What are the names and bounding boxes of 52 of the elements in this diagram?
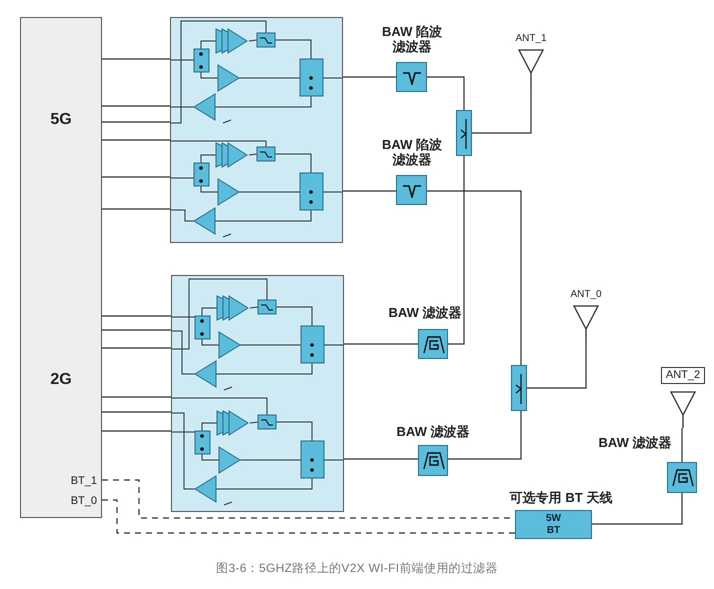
connector-line <box>102 430 171 432</box>
component-label: 可选专用 BT 天线 <box>508 490 614 505</box>
component-label: BAW 陷波滤波器 <box>381 137 443 167</box>
connector-line <box>102 139 170 141</box>
component-label: BAW 滤波器 <box>388 305 462 320</box>
connector-line <box>102 176 170 178</box>
module-label: 5W BT <box>545 512 562 536</box>
filter-box <box>418 445 448 476</box>
connector-line <box>427 190 522 365</box>
diplexer-box <box>511 365 527 411</box>
dashed-connector <box>102 499 515 534</box>
antenna-symbol <box>670 391 696 428</box>
connector-line <box>102 58 170 60</box>
connector-line <box>448 156 465 345</box>
antenna-label: ANT_1 <box>515 33 547 45</box>
connector-line <box>343 190 396 192</box>
bt-module-box <box>515 510 592 539</box>
connector-line <box>102 315 171 317</box>
pin-label: BT_0 <box>70 494 97 509</box>
connector-line <box>102 121 170 123</box>
connector-line <box>102 105 170 107</box>
connector-line <box>102 396 171 398</box>
filter-box <box>396 62 427 92</box>
connector-line <box>344 343 418 345</box>
component-label: BAW 滤波器 <box>598 435 672 450</box>
antenna-symbol <box>573 305 599 342</box>
connector-line <box>102 329 171 331</box>
connector-line <box>527 342 587 389</box>
antenna-label: ANT_2 <box>660 367 706 384</box>
band-label: 5G <box>49 110 73 130</box>
component-label: BAW 陷波滤波器 <box>381 24 443 54</box>
filter-box <box>667 462 697 493</box>
connector-line <box>681 428 683 462</box>
connector-line <box>344 458 418 460</box>
figure-caption: 图3-6：5GHZ路径上的V2X WI-FI前端使用的过滤器 <box>215 560 499 577</box>
connector-line <box>592 493 683 525</box>
diplexer-box <box>456 110 472 156</box>
filter-box <box>418 329 448 359</box>
pin-label: BT_1 <box>70 474 97 489</box>
connector-line <box>102 208 170 210</box>
antenna-label: ANT_0 <box>570 289 602 301</box>
component-label: BAW 滤波器 <box>396 424 470 439</box>
connector-line <box>343 76 396 78</box>
connector-line <box>102 347 171 349</box>
transceiver-block <box>20 17 102 518</box>
antenna-symbol <box>518 49 544 86</box>
connector-line <box>102 411 171 413</box>
filter-box <box>396 175 427 205</box>
connector-line <box>472 86 532 134</box>
connector-line <box>427 76 465 110</box>
band-label: 2G <box>49 370 73 390</box>
connector-line <box>448 411 522 460</box>
